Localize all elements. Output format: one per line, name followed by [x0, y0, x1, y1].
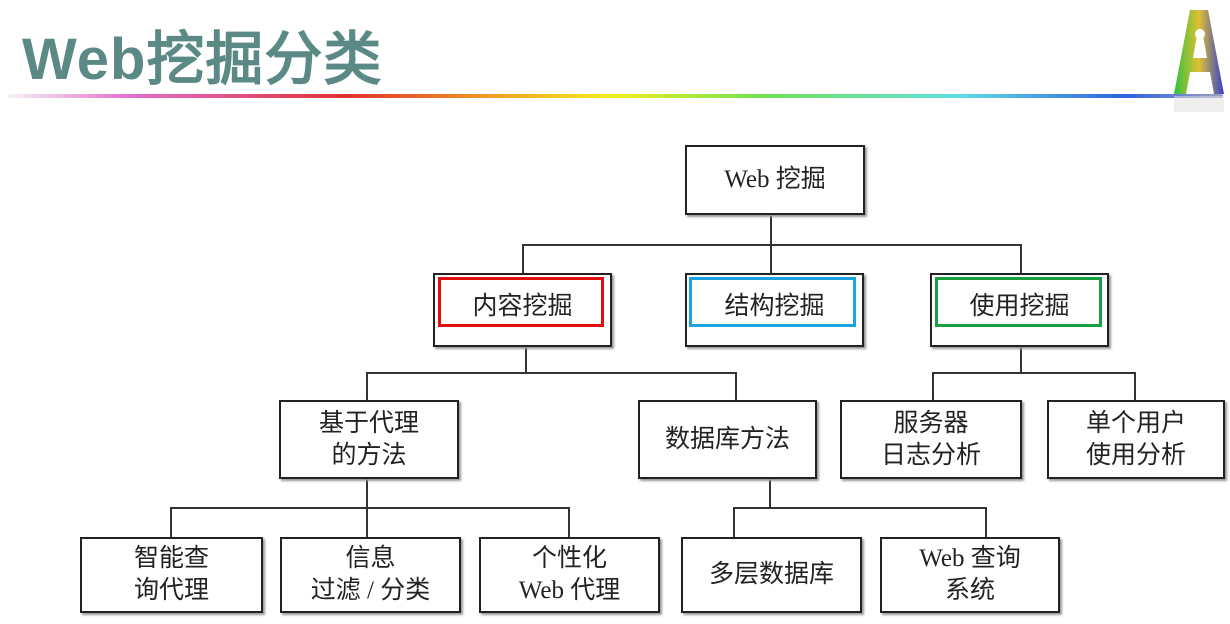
node-agent-method: 基于代理的方法: [279, 400, 459, 479]
node-label: 智能查: [133, 545, 209, 572]
node-info-filtering: 信息过滤 / 分类: [280, 537, 461, 613]
content-highlight: [438, 277, 604, 327]
node-intelligent-query-agent: 智能查询代理: [80, 537, 263, 613]
node-label: Web 挖掘: [724, 166, 826, 193]
connector: [522, 244, 1022, 246]
node-label: Web 代理: [518, 577, 621, 604]
logo-a-icon: [1174, 10, 1224, 112]
connector: [1020, 244, 1022, 274]
node-label: 数据库方法: [664, 425, 790, 453]
node-web-query-system: Web 查询系统: [880, 537, 1060, 613]
node-web-mining: Web 挖掘: [685, 145, 865, 215]
connector: [735, 372, 737, 401]
connector: [733, 507, 735, 538]
connector: [1134, 372, 1136, 401]
node-multilayer-database: 多层数据库: [681, 537, 862, 613]
connector: [170, 507, 172, 538]
connector: [733, 507, 987, 509]
connector: [525, 345, 527, 374]
node-label: 的方法: [331, 441, 407, 469]
node-label: 单个用户: [1085, 409, 1186, 437]
node-database-method: 数据库方法: [638, 400, 817, 479]
connector: [366, 372, 737, 374]
connector: [568, 507, 570, 538]
connector: [770, 213, 772, 245]
connector: [1020, 345, 1022, 374]
connector: [366, 372, 368, 401]
connector: [769, 477, 771, 508]
node-label: 使用挖掘: [969, 293, 1070, 320]
connector: [932, 372, 934, 401]
structure-highlight: [689, 277, 856, 327]
node-usage-mining: 使用挖掘: [930, 273, 1109, 347]
node-label: 内容挖掘: [472, 293, 573, 320]
node-single-user: 单个用户使用分析: [1047, 400, 1225, 479]
connector: [985, 507, 987, 538]
node-content-mining: 内容挖掘: [433, 273, 612, 347]
connector: [522, 244, 524, 274]
connector: [770, 244, 772, 274]
node-label: 个性化: [531, 545, 607, 572]
node-label: 基于代理: [318, 409, 419, 437]
node-label: 过滤 / 分类: [310, 577, 431, 604]
node-label: 询代理: [133, 577, 209, 604]
node-label: Web 查询: [919, 545, 1021, 572]
node-label: 结构挖掘: [724, 293, 825, 320]
node-server-log: 服务器日志分析: [840, 400, 1022, 479]
page-title: Web挖掘分类: [22, 27, 383, 92]
node-label: 日志分析: [880, 441, 981, 469]
connector: [170, 507, 570, 509]
node-personalized-web-agent: 个性化 Web 代理: [479, 537, 660, 613]
rainbow-divider: [8, 94, 1223, 98]
usage-highlight: [935, 277, 1102, 327]
node-structure-mining: 结构挖掘: [685, 273, 864, 347]
node-label: 使用分析: [1085, 441, 1186, 469]
node-label: 信息: [345, 545, 396, 572]
node-label: 服务器: [893, 409, 969, 437]
node-label: 多层数据库: [708, 561, 834, 588]
connector: [932, 372, 1136, 374]
node-label: 系统: [944, 577, 995, 604]
